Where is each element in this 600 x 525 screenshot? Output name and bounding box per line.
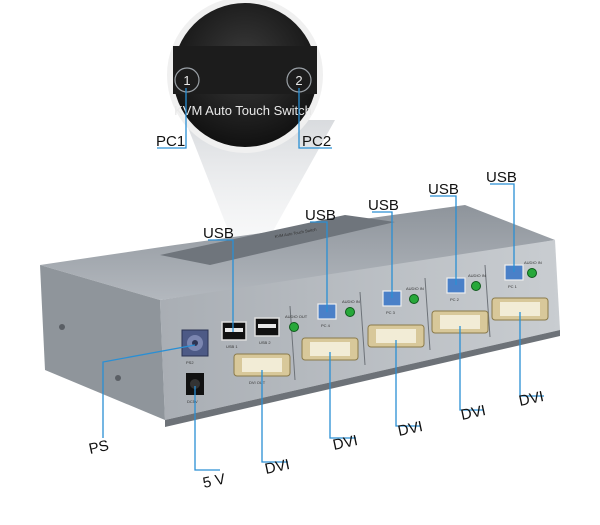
leader-usb-pc3 [372,211,393,298]
dvi-out-port[interactable] [233,353,291,377]
device-bottom-edge [165,330,560,427]
leader-usb-pc4 [310,221,328,312]
kvm-device: KVM Auto Touch Switch PS2 DC5V [40,205,560,427]
callout-usb-pc2: USB [428,181,459,198]
callout-usb-pc4: USB [305,207,336,224]
pc2-audio-label: AUDIO IN [468,273,486,278]
callout-dvi-pc4: DVI [331,432,359,454]
pc1-audio-label: AUDIO IN [524,260,542,265]
side-screw-2 [115,375,121,381]
pc3-audio-label: AUDIO IN [406,286,424,291]
ps2-port[interactable] [181,329,209,357]
pc4-audio-jack[interactable] [345,307,355,317]
callout-pc1: PC1 [156,133,185,150]
pc1-audio-jack[interactable] [527,268,537,278]
callout-usb-pc1: USB [486,169,517,186]
dvi-out-label: DVI OUT [249,380,266,385]
audio-out-label: AUDIO OUT [285,314,308,319]
leader-dvi-pc3 [395,340,420,427]
leader-usb-pc1 [490,183,515,272]
section-divider [424,277,431,351]
zoom-beam [185,120,335,240]
usb-port-1[interactable] [221,321,247,341]
pc3-audio-jack[interactable] [409,294,419,304]
callout-dvi-pc1: DVI [517,388,545,410]
touch-button-1-label: 1 [183,73,190,88]
touch-button-1[interactable] [174,67,200,93]
pc1-label: PC 1 [508,284,518,289]
leader-ps [102,344,196,438]
pc2-dvi-port[interactable] [431,310,489,334]
section-divider [359,291,366,366]
leader-dvi-out [261,370,288,463]
pc3-label: PC 3 [386,310,396,315]
callout-dvi-pc3: DVI [396,418,424,440]
pc4-label: PC 4 [321,323,331,328]
callout-ps: PS [87,437,110,458]
leader-usb-main [208,239,234,332]
callout-usb-main: USB [203,225,234,242]
leader-pc1 [157,88,187,149]
pc2-label: PC 2 [450,297,460,302]
callout-5v: 5 V [201,471,227,492]
dc-power-port[interactable] [186,373,204,395]
usb-port-2[interactable] [254,317,280,337]
usb-1-label: USB 1 [226,344,238,349]
device-side [40,265,165,420]
leader-5v [194,386,220,471]
callout-labels: PC1 PC2 USB USB USB USB USB PS 5 V DVI D… [87,133,545,492]
callout-dvi-out: DVI [263,456,291,478]
zoom-lens: 1 2 KVM Auto Touch Switch [167,0,323,153]
dc-port-label: DC5V [187,399,198,404]
top-label-plate [160,215,395,265]
leader-dvi-pc2 [459,326,484,411]
section-divider [289,305,296,381]
callout-pc2: PC2 [302,133,331,150]
audio-out-jack[interactable] [289,322,299,332]
device-top [40,205,555,300]
callout-dvi-pc2: DVI [459,402,487,424]
leader-usb-pc2 [430,195,457,285]
pc4-audio-label: AUDIO IN [342,299,360,304]
side-screw [59,324,65,330]
leader-dvi-pc4 [329,352,356,439]
callout-usb-pc3: USB [368,197,399,214]
section-divider [484,264,491,338]
pc2-audio-jack[interactable] [471,281,481,291]
pc4-dvi-port[interactable] [301,337,359,361]
pc3-dvi-port[interactable] [367,324,425,348]
leader-lines [102,88,544,471]
ps2-port-label: PS2 [186,360,194,365]
usb-2-label: USB 2 [259,340,271,345]
touch-button-2-label: 2 [295,73,302,88]
leader-dvi-pc1 [519,312,544,397]
leader-pc2 [298,88,332,149]
zoom-caption: KVM Auto Touch Switch [174,103,312,118]
